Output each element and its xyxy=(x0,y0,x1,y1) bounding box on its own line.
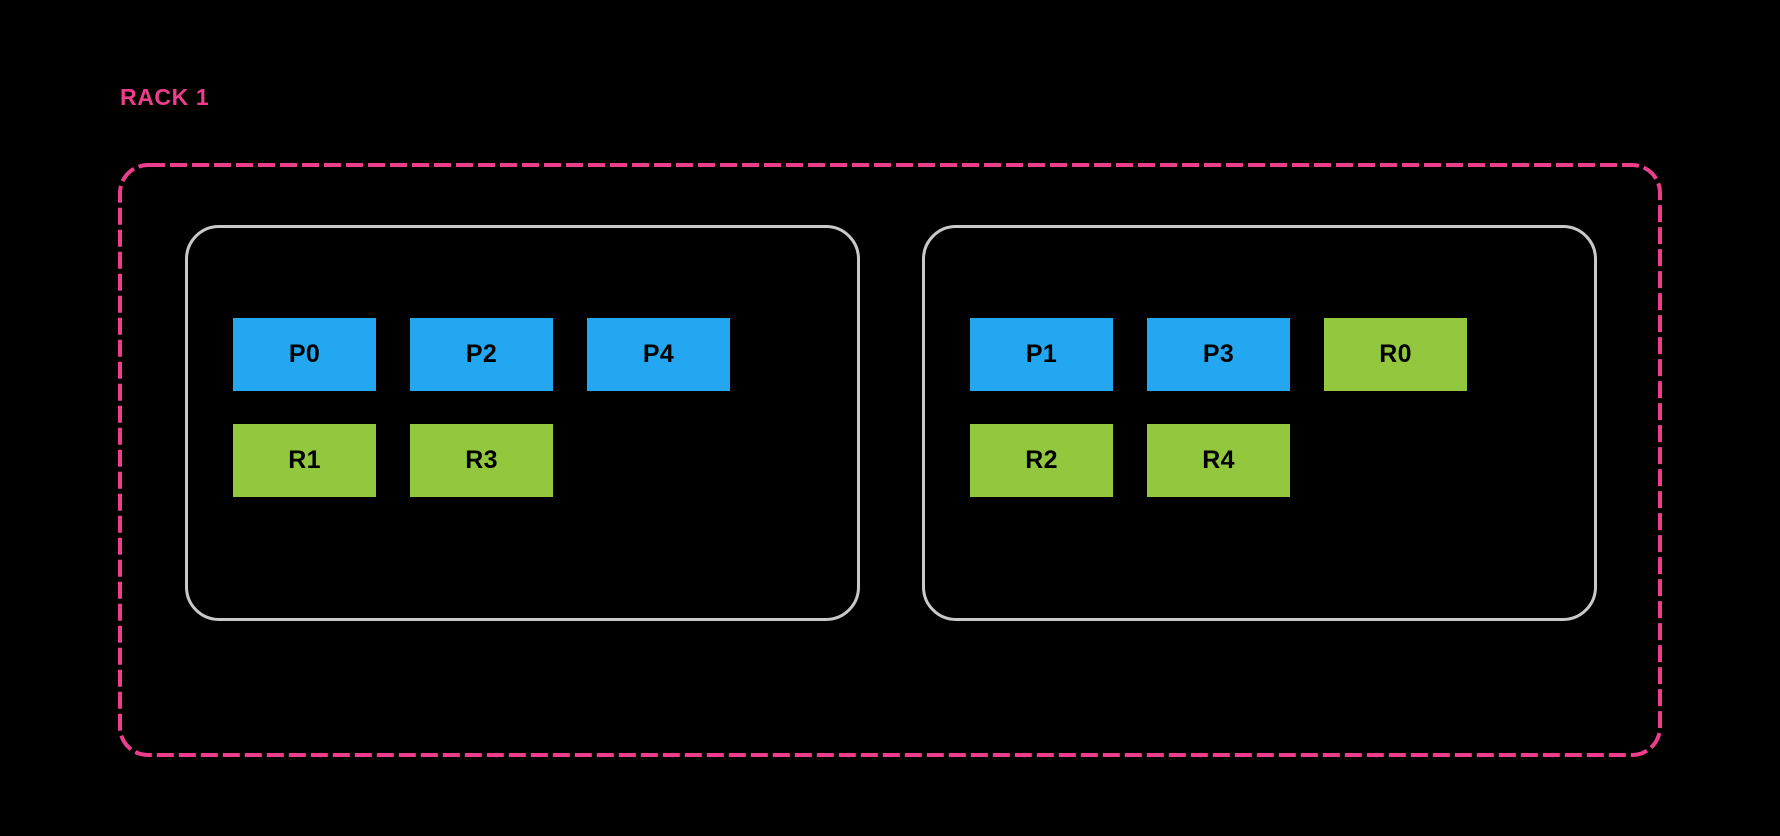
nodes-row: P0 P2 P4 R1 R3 P1 P3 R0 R2 xyxy=(185,225,1597,621)
shard-r2[interactable]: R2 xyxy=(970,424,1113,497)
shard-row: R1 R3 xyxy=(233,424,730,497)
shard-p3[interactable]: P3 xyxy=(1147,318,1290,391)
shard-p0[interactable]: P0 xyxy=(233,318,376,391)
shard-p1[interactable]: P1 xyxy=(970,318,1113,391)
node-box-1[interactable]: P0 P2 P4 R1 R3 xyxy=(185,225,860,621)
shard-r1[interactable]: R1 xyxy=(233,424,376,497)
rack-label: RACK 1 xyxy=(120,84,210,110)
shard-r3[interactable]: R3 xyxy=(410,424,553,497)
shard-r0[interactable]: R0 xyxy=(1324,318,1467,391)
node-box-2[interactable]: P1 P3 R0 R2 R4 xyxy=(922,225,1597,621)
shard-p2[interactable]: P2 xyxy=(410,318,553,391)
shard-row: P1 P3 R0 xyxy=(970,318,1467,391)
shard-grid-2: P1 P3 R0 R2 R4 xyxy=(970,318,1467,497)
shard-r4[interactable]: R4 xyxy=(1147,424,1290,497)
shard-grid-1: P0 P2 P4 R1 R3 xyxy=(233,318,730,497)
shard-p4[interactable]: P4 xyxy=(587,318,730,391)
shard-row: P0 P2 P4 xyxy=(233,318,730,391)
shard-row: R2 R4 xyxy=(970,424,1467,497)
